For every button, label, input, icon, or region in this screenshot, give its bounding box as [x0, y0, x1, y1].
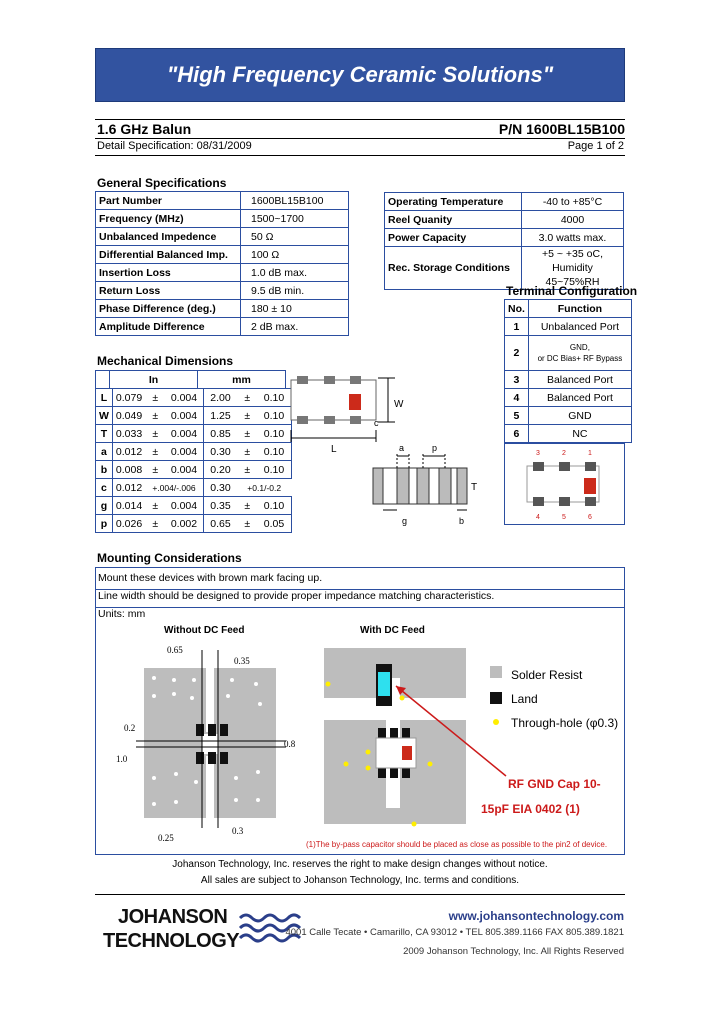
divider: [95, 119, 625, 120]
company-url[interactable]: www.johansontechnology.com: [448, 909, 624, 923]
banner-text: "High Frequency Ceramic Solutions": [166, 62, 554, 87]
table-row: Rec. Storage Conditions+5 ~ +35 oC,Humid…: [384, 246, 624, 290]
footer-note: All sales are subject to Johanson Techno…: [200, 875, 520, 886]
operating-specs-table: Operating Temperature-40 to +85°C Reel Q…: [384, 192, 624, 290]
package-outline: [290, 376, 468, 511]
pinout-drawing: [526, 462, 600, 506]
without-dc-title: Without DC Feed: [164, 625, 245, 636]
table-row: Phase Difference (deg.)180 ± 10: [95, 299, 349, 318]
company-logo: TECHNOLOGY: [103, 930, 240, 952]
pin-label: 5: [562, 514, 566, 521]
mounting-note: Mount these devices with brown mark faci…: [98, 572, 323, 584]
pin-label: 3: [536, 450, 540, 457]
table-row: Frequency (MHz)1500~1700: [95, 209, 349, 228]
company-logo: JOHANSON: [118, 906, 228, 928]
pin-label: 1: [588, 450, 592, 457]
dim-label: 0.3: [232, 826, 244, 836]
mounting-note: Units: mm: [98, 608, 146, 620]
dim-l: L: [331, 444, 337, 455]
dim-a: a: [399, 443, 405, 453]
dim-label: 0.35: [234, 656, 250, 666]
divider: [95, 138, 625, 139]
logo-waves-icon: [238, 913, 302, 943]
product-title: 1.6 GHz Balun: [97, 121, 192, 137]
dim-label: 1.0: [116, 754, 128, 764]
mounting-note: Line width should be designed to provide…: [98, 590, 495, 602]
footer-note: Johanson Technology, Inc. reserves the r…: [172, 859, 548, 870]
divider: [95, 155, 625, 156]
dim-label: 0.2: [124, 723, 136, 733]
dim-label: 0.25: [158, 833, 174, 843]
company-address: 4001 Calle Tecate • Camarillo, CA 93012 …: [285, 927, 624, 938]
detail-spec: Detail Specification: 08/31/2009: [97, 140, 252, 152]
page-number: Page 1 of 2: [567, 140, 624, 152]
legend-through-hole: Through-hole (φ0.3): [511, 716, 619, 730]
legend-solder-resist: Solder Resist: [511, 668, 583, 682]
table-row: Operating Temperature-40 to +85°C: [384, 192, 624, 211]
mounting-heading: Mounting Considerations: [97, 551, 242, 565]
dim-label: 0.8: [284, 739, 296, 749]
part-number: P/N 1600BL15B100: [498, 121, 625, 137]
legend-land: Land: [511, 692, 538, 706]
footprint-drawings: [136, 648, 507, 828]
dim-p: p: [432, 443, 438, 453]
cap-label: RF GND Cap 10-: [508, 777, 601, 791]
dim-b: b: [459, 516, 465, 526]
cap-label: 15pF EIA 0402 (1): [481, 802, 580, 816]
title-banner: "High Frequency Ceramic Solutions": [95, 48, 625, 102]
dim-w: W: [394, 399, 404, 410]
mounting-box: Mount these devices with brown mark faci…: [95, 567, 625, 855]
with-dc-title: With DC Feed: [360, 625, 425, 636]
dim-g: g: [402, 516, 408, 526]
dim-t: T: [471, 482, 478, 493]
copyright: 2009 Johanson Technology, Inc. All Right…: [403, 946, 624, 957]
table-row: Differential Balanced Imp.100 Ω: [95, 245, 349, 264]
pin-label: 4: [536, 514, 540, 521]
footnote: (1)The by-pass capacitor should be place…: [306, 840, 608, 849]
terminal-diagram: 3 2 1 4 5 6: [504, 443, 625, 525]
divider: [96, 607, 624, 608]
terminal-heading: Terminal Configuration: [506, 284, 638, 298]
dimension-drawing: W c L a p T g b: [283, 370, 504, 532]
divider: [96, 589, 624, 590]
table-row: No.Function: [504, 299, 632, 318]
dim-label: 0.65: [167, 645, 183, 655]
pin-label: 2: [562, 450, 566, 457]
mechanical-heading: Mechanical Dimensions: [97, 354, 234, 368]
dim-c: c: [374, 418, 379, 428]
pin-label: 6: [588, 514, 592, 521]
divider: [95, 894, 625, 895]
general-specs-heading: General Specifications: [97, 176, 227, 190]
